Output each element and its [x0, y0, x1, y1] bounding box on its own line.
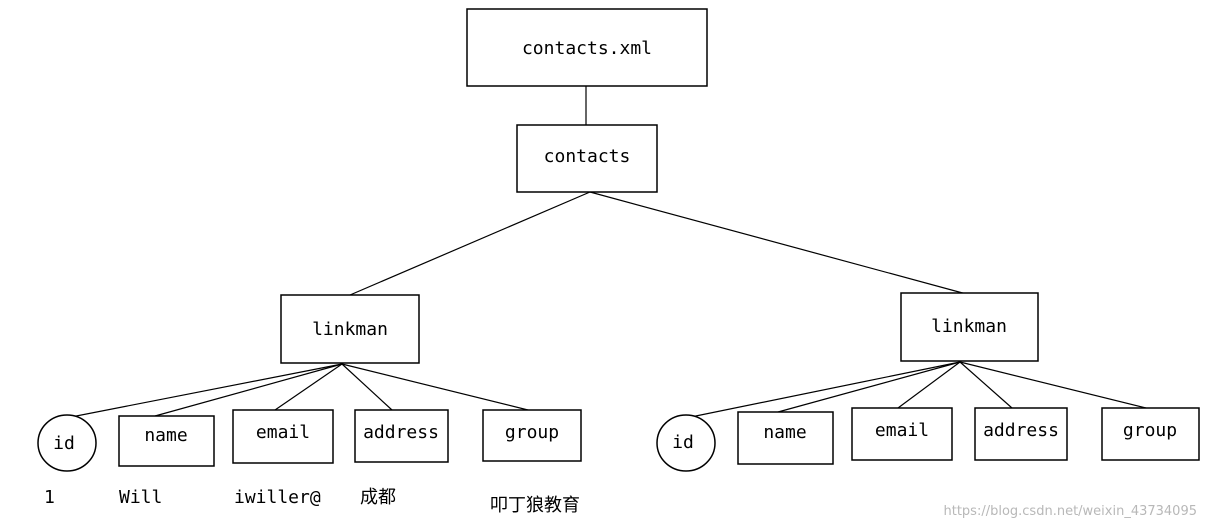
- node-left-address-label: address: [363, 422, 439, 443]
- node-left-email-label: email: [256, 422, 310, 443]
- edge-linkman-right-group: [959, 361, 1147, 409]
- left-values: 1 Will iwiller@ 成都 叩丁狼教育: [44, 487, 580, 516]
- node-right-address-label: address: [983, 420, 1059, 441]
- node-right-email: email: [851, 407, 953, 461]
- node-contacts-xml: contacts.xml: [466, 8, 708, 87]
- node-linkman-left-label: linkman: [312, 319, 388, 340]
- node-right-address: address: [974, 407, 1068, 461]
- value-group: 叩丁狼教育: [490, 495, 580, 516]
- node-right-id: id: [656, 414, 716, 472]
- node-contacts: contacts: [516, 124, 658, 193]
- node-left-group-label: group: [505, 422, 559, 443]
- watermark-text: https://blog.csdn.net/weixin_43734095: [943, 504, 1197, 519]
- node-left-address: address: [354, 409, 449, 463]
- node-left-id: id: [37, 414, 97, 472]
- edge-linkman-left-email: [274, 363, 343, 411]
- edge-linkman-right-address: [959, 361, 1013, 409]
- node-right-name: name: [737, 411, 834, 465]
- node-linkman-left: linkman: [280, 294, 420, 364]
- edge-linkman-left-group: [341, 363, 529, 411]
- node-right-group: group: [1101, 407, 1200, 461]
- edge-linkman-left-id: [65, 363, 343, 419]
- node-left-name-label: name: [144, 425, 187, 446]
- edge-contacts-linkman-left: [349, 191, 591, 296]
- value-name: Will: [119, 487, 162, 508]
- node-left-name: name: [118, 415, 215, 467]
- node-left-group: group: [482, 409, 582, 462]
- value-email: iwiller@: [234, 487, 321, 508]
- tree-edges: [65, 85, 1147, 419]
- node-left-id-label: id: [53, 433, 75, 454]
- node-contacts-label: contacts: [544, 146, 631, 167]
- value-address: 成都: [360, 487, 396, 508]
- node-left-email: email: [232, 409, 334, 464]
- edge-linkman-right-name: [777, 361, 961, 413]
- node-right-name-label: name: [763, 422, 806, 443]
- node-contacts-xml-label: contacts.xml: [522, 38, 652, 59]
- edge-contacts-linkman-right: [589, 191, 971, 296]
- node-right-id-label: id: [672, 432, 694, 453]
- edge-linkman-right-email: [897, 361, 961, 409]
- edge-linkman-left-name: [154, 363, 343, 417]
- value-id: 1: [44, 487, 55, 508]
- edge-linkman-right-id: [685, 361, 961, 419]
- node-right-email-label: email: [875, 420, 929, 441]
- edge-linkman-left-address: [341, 363, 393, 411]
- node-linkman-right: linkman: [900, 292, 1039, 362]
- node-linkman-right-label: linkman: [931, 316, 1007, 337]
- node-right-group-label: group: [1123, 420, 1177, 441]
